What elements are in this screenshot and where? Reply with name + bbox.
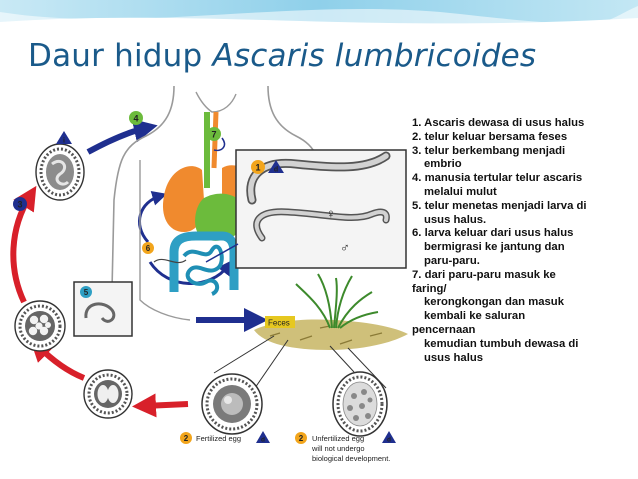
two-cell-egg: [83, 369, 133, 419]
larva-in-intestine: [153, 258, 187, 264]
diagnostic-triangle-1: d: [268, 160, 284, 174]
stage-badge-2-fertilized: 2: [180, 432, 192, 444]
step-2: 2. telur keluar bersama feses: [412, 130, 568, 143]
lifecycle-diagram: ♀ ♂ Feces: [10, 85, 408, 463]
stage-badge-1: 1: [251, 160, 265, 174]
adult-pointer-line: [205, 243, 239, 263]
diagnostic-triangle-fertilized: d: [256, 431, 270, 444]
male-symbol: ♂: [340, 240, 350, 255]
larva: [84, 302, 116, 323]
embryonated-egg-larva: [35, 143, 85, 201]
slide-title: Daur hidup Ascaris lumbricoides: [28, 38, 536, 74]
lifecycle-steps: 1. Ascaris dewasa di usus halus 2. telur…: [412, 117, 634, 365]
slide-banner: [0, 0, 638, 30]
svg-text:7: 7: [211, 130, 216, 140]
fertilized-egg-label: Fertilized egg: [196, 434, 241, 443]
title-species: Ascaris lumbricoides: [212, 38, 537, 74]
grass-plant: [295, 273, 379, 329]
larva-arrow: [148, 260, 233, 285]
female-symbol: ♀: [326, 206, 336, 221]
svg-text:d: d: [274, 167, 278, 174]
diagnostic-triangle-unfertilized: d: [382, 431, 396, 444]
svg-text:d: d: [261, 437, 265, 444]
stage-badge-3: 3: [13, 197, 27, 211]
infective-triangle: i: [56, 131, 72, 145]
step-1: 1. Ascaris dewasa di usus halus: [412, 117, 585, 129]
title-plain: Daur hidup: [28, 38, 213, 74]
svg-text:1: 1: [255, 163, 260, 173]
step-3: 3. telur berkembang menjadi embrio: [412, 144, 566, 171]
fertilized-egg-large: [201, 373, 263, 435]
svg-text:i: i: [63, 138, 65, 145]
small-intestine: [182, 244, 224, 296]
feces-label-box: [265, 316, 295, 328]
step-5: 5. telur menetas menjadi larva di usus h…: [412, 199, 587, 226]
step-4: 4. manusia tertular telur ascaris melalu…: [412, 172, 583, 198]
svg-text:d: d: [387, 437, 391, 444]
step-7: 7. dari paru-paru masuk ke faring/ keron…: [412, 268, 579, 364]
svg-text:2: 2: [299, 434, 304, 443]
unfertilized-egg-label: Unfertilized egg will not undergo biolog…: [311, 434, 390, 463]
step-6: 6. larva keluar dari usus halus bermigra…: [412, 227, 574, 267]
feces-label: Feces: [268, 319, 290, 328]
stage-badge-5: 5: [80, 286, 92, 298]
right-lung: [162, 166, 204, 232]
stage-badge-6: 6: [142, 242, 154, 254]
badge-7-arrow: [213, 137, 226, 152]
stage-badge-7: 7: [207, 127, 221, 141]
cycle-arrow-left: [10, 185, 37, 304]
svg-text:4: 4: [133, 114, 138, 124]
migration-arrow: [138, 190, 168, 243]
svg-text:2: 2: [184, 434, 189, 443]
svg-text:5: 5: [84, 288, 89, 297]
stage-badge-4: 4: [129, 111, 143, 125]
unfertilized-egg-large: [332, 371, 388, 437]
larva-box: [73, 281, 133, 337]
multicell-egg: [14, 300, 66, 352]
svg-text:3: 3: [17, 200, 22, 210]
cycle-arrow-top: [86, 118, 158, 155]
stomach: [195, 193, 247, 241]
svg-text:6: 6: [146, 244, 151, 253]
stage-badge-2-unfertilized: 2: [295, 432, 307, 444]
cycle-arrow-bottom: [132, 393, 189, 418]
